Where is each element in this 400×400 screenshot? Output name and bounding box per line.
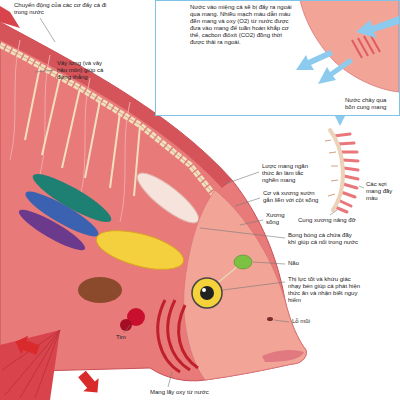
inset-fish-head — [300, 0, 399, 92]
panel-text: Nước vào miệng cá sẽ bị đẩy ra ngoài qua… — [190, 4, 294, 46]
callout-label: Não — [288, 260, 310, 267]
leader-lines — [35, 18, 364, 387]
nostril — [267, 317, 273, 321]
water-arrows — [296, 16, 399, 126]
panel-ground — [155, 0, 400, 116]
callout-label: Thị lực tốt và khứu giác nhạy bén giúp c… — [288, 276, 363, 304]
brain — [234, 255, 252, 269]
callout-label: Tim — [116, 334, 132, 341]
motion-arrow — [74, 368, 105, 399]
callout-label: Lỗ mũi — [292, 318, 322, 325]
eye — [192, 278, 222, 308]
callout-label: Cơ và xương sườn gắn liền với cột sống — [263, 190, 321, 204]
callout-label: Các sợi mang đầy máu — [366, 181, 398, 202]
liver — [92, 223, 187, 277]
gills — [158, 300, 198, 372]
eye-highlight — [202, 288, 206, 292]
gill-detail — [325, 130, 358, 212]
callout-label: Chuyển động của các cơ đẩy cá đi trong n… — [14, 2, 109, 16]
heart — [120, 319, 132, 331]
callout-label: Vây lưng (và vây hậu môn) giúp cá đứng t… — [57, 60, 107, 81]
mouth — [262, 350, 304, 362]
fin-rays — [2, 330, 60, 398]
fin — [0, 330, 60, 400]
callout-label: Bong bóng cá chứa đầy khí giúp cá nổi tr… — [288, 232, 358, 246]
callout-label: Xương sống — [266, 212, 290, 226]
fish-head — [184, 190, 307, 380]
motion-arrow — [12, 332, 41, 359]
callout-label: Mang lấy oxy từ nước — [150, 389, 225, 396]
swim-bladder — [131, 166, 204, 230]
callout-label: Lược mang ngăn thức ăn làm tắc nghẽn man… — [262, 163, 320, 184]
pupil — [200, 286, 214, 300]
callout-label: Cung xương nâng đỡ — [298, 217, 358, 224]
gonad — [78, 277, 122, 303]
callout-label: Nước chảy qua bốn cung mang — [345, 97, 390, 111]
organ — [15, 204, 89, 256]
